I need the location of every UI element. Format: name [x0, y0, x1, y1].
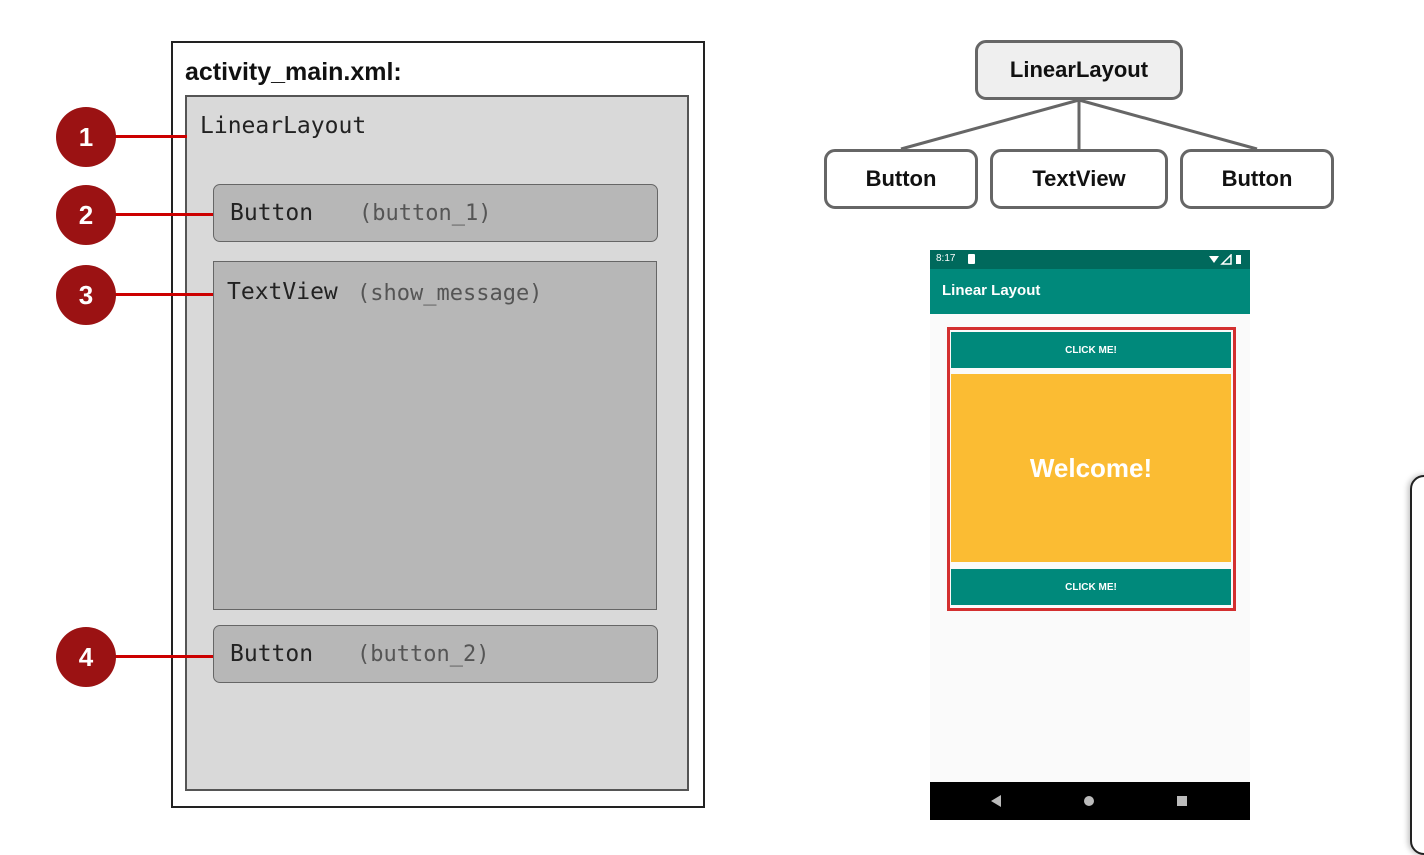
button-2-label: Button — [230, 641, 314, 667]
tree-child-button-1: Button — [824, 149, 978, 209]
wifi-icon — [1209, 256, 1219, 263]
marker-1: 1 — [56, 107, 116, 167]
click-me-button-bottom[interactable]: CLICK ME! — [951, 569, 1231, 605]
recents-icon — [1177, 796, 1187, 806]
back-icon — [991, 795, 1001, 807]
textview-box: TextView (show_message) — [213, 261, 657, 610]
battery-icon — [1236, 255, 1241, 264]
home-icon — [1084, 796, 1094, 806]
button-1-label: Button — [230, 200, 314, 226]
status-bar: 8:17 — [930, 250, 1250, 269]
button-2-box: Button (button_2) — [213, 625, 658, 683]
textview-label: TextView — [227, 279, 338, 305]
marker-2: 2 — [56, 185, 116, 245]
connector-3 — [112, 293, 213, 296]
connector-1 — [112, 135, 187, 138]
marker-3: 3 — [56, 265, 116, 325]
app-title: Linear Layout — [942, 282, 1041, 299]
status-time: 8:17 — [936, 253, 956, 264]
textview-id: (show_message) — [357, 281, 543, 306]
connector-2 — [112, 213, 213, 216]
tree-child-textview: TextView — [990, 149, 1168, 209]
click-me-button-top[interactable]: CLICK ME! — [951, 332, 1231, 368]
signal-icon — [1220, 254, 1232, 265]
welcome-textview: Welcome! — [951, 374, 1231, 562]
xml-title: activity_main.xml: — [185, 58, 402, 86]
connector-4 — [112, 655, 213, 658]
sim-card-icon — [968, 254, 975, 264]
tree-root-linearlayout: LinearLayout — [975, 40, 1183, 100]
partial-card — [1410, 475, 1424, 855]
tree-child-button-2: Button — [1180, 149, 1334, 209]
button-2-id: (button_2) — [357, 642, 490, 667]
app-bar: Linear Layout — [930, 269, 1250, 314]
nav-bar — [930, 782, 1250, 820]
marker-4: 4 — [56, 627, 116, 687]
button-1-id: (button_1) — [359, 201, 492, 226]
button-1-box: Button (button_1) — [213, 184, 658, 242]
linearlayout-label: LinearLayout — [200, 113, 367, 139]
